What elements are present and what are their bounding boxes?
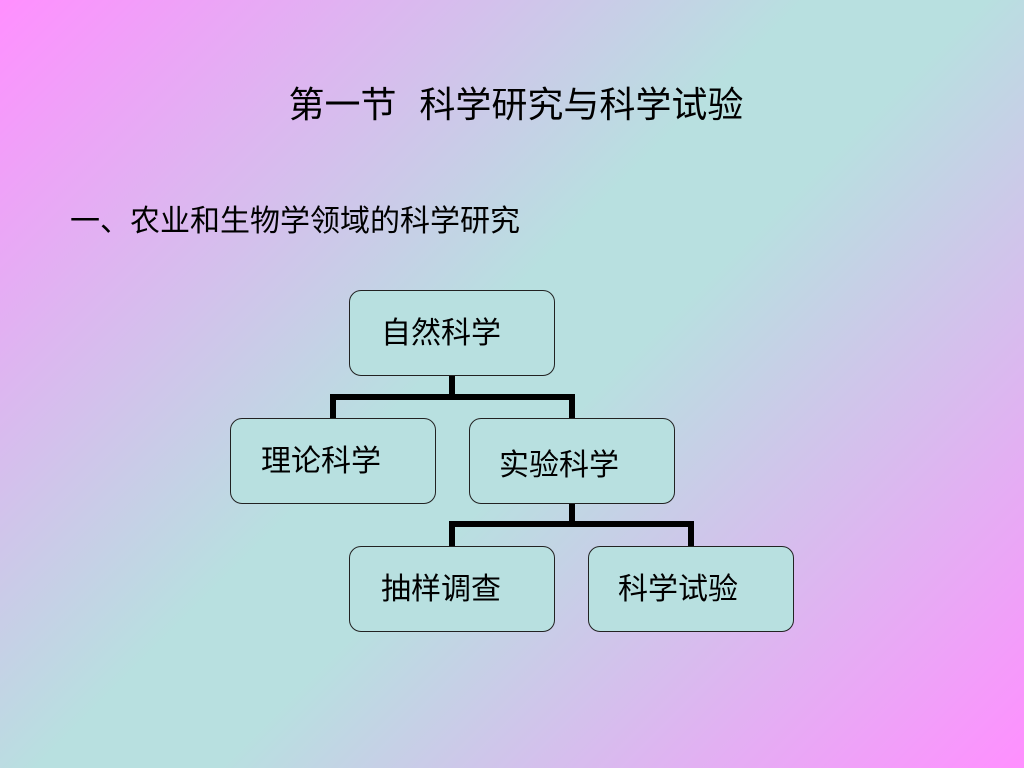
node-sampling-survey-label: 抽样调查	[381, 572, 501, 607]
node-experimental-science: 实验科学	[469, 418, 675, 504]
node-natural-science: 自然科学	[349, 290, 555, 376]
node-experimental-science-label: 实验科学	[499, 448, 619, 483]
node-scientific-experiment: 科学试验	[588, 546, 794, 632]
connector-experimental-to-methods	[449, 504, 694, 546]
node-sampling-survey: 抽样调查	[349, 546, 555, 632]
section-heading: 一、农业和生物学领域的科学研究	[70, 204, 520, 239]
node-natural-science-label: 自然科学	[381, 316, 501, 351]
node-theoretical-science-label: 理论科学	[261, 444, 381, 479]
node-scientific-experiment-label: 科学试验	[618, 572, 738, 607]
node-theoretical-science: 理论科学	[230, 418, 436, 504]
slide-title: 第一节 科学研究与科学试验	[288, 85, 744, 126]
connector-root-to-children	[330, 376, 575, 418]
